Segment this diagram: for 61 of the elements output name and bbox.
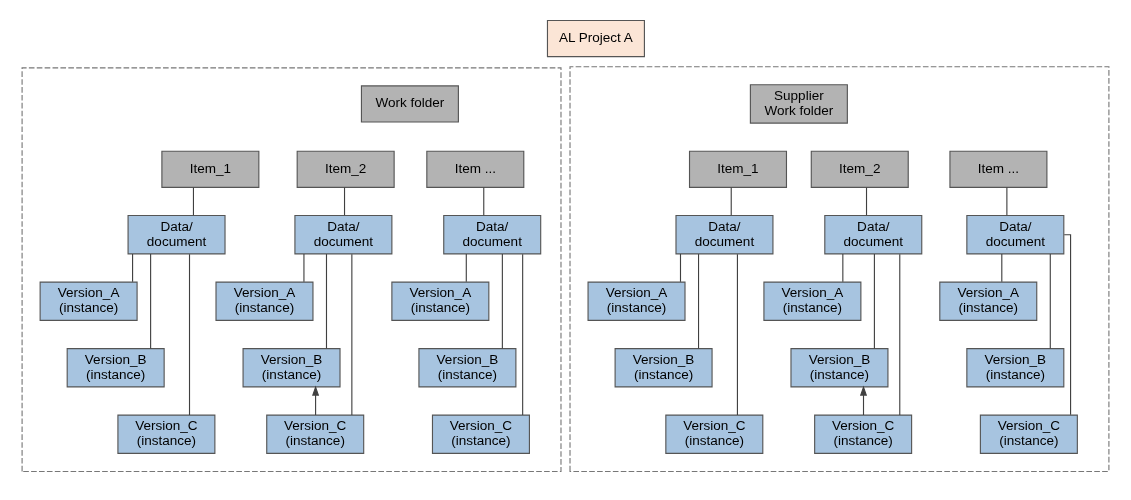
node-box: Data/ document [675,214,774,254]
node-box: Data/ document [824,214,923,254]
connector [325,253,328,349]
connector [679,252,682,282]
node-box: Data/ document [294,214,393,254]
node-box: Version_C (instance) [431,414,530,454]
connector [697,253,700,349]
connector [303,252,305,282]
node-box: Item_1 [688,150,788,188]
connector [1049,253,1051,349]
node-box: Item_2 [810,150,909,188]
node-box: Data/ document [127,214,226,254]
arrow [312,384,320,416]
node-box: Version_C (instance) [665,414,764,454]
cluster [569,65,1110,472]
node-box: AL Project A [546,19,645,57]
node-box: Version_B (instance) [242,347,341,387]
node-box: Item ... [949,150,1048,188]
node-box: Work folder [360,84,459,123]
connector [1006,186,1008,216]
node-box: Version_B (instance) [790,347,889,387]
connector [188,253,191,416]
connector [343,186,346,216]
connector [192,186,195,216]
node-box: Version_A (instance) [939,281,1038,321]
connector [150,253,152,349]
connector [873,253,875,349]
node-box: Version_A (instance) [587,281,686,321]
node-box: Version_C (instance) [979,414,1078,454]
connector [899,253,901,416]
node-box: Version_C (instance) [814,414,913,454]
node-box: Version_B (instance) [966,347,1065,387]
connector [1063,233,1072,415]
node-box: Version_A (instance) [391,281,490,321]
connector [522,253,524,416]
node-box: Version_B (instance) [418,347,517,387]
node-box: Version_C (instance) [266,414,365,454]
cluster [21,66,562,472]
connector [736,253,738,416]
node-box: Version_B (instance) [66,347,165,387]
connector [501,253,503,349]
node-box: Item_2 [296,150,395,188]
connector [730,186,732,216]
connector [865,186,868,216]
node-box: Version_A (instance) [215,281,314,321]
connector [132,252,134,282]
connector [465,252,467,282]
arrow [859,384,868,416]
node-box: Data/ document [443,214,542,254]
node-box: Version_B (instance) [614,347,713,387]
node-box: Data/ document [966,214,1065,254]
node-box: Item_1 [161,150,260,188]
node-box: Version_A (instance) [763,281,862,321]
node-box: Item ... [426,150,525,188]
connector [842,252,844,282]
node-box: Version_A (instance) [39,281,138,321]
node-box: Supplier Work folder [749,83,848,124]
connector [483,186,485,216]
connector [1001,252,1003,282]
connector [351,253,353,416]
node-box: Version_C (instance) [117,414,216,454]
